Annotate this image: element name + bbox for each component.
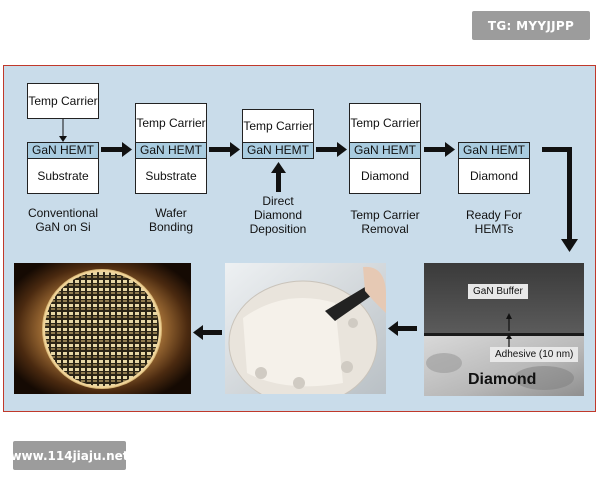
label-adhesive: Adhesive (10 nm) (490, 347, 579, 362)
finished-wafer-photo (14, 263, 191, 394)
label-gan-buffer: GaN Buffer (468, 284, 528, 299)
step-ready: GaN HEMT Diamond (458, 142, 530, 194)
layer-substrate: Substrate (135, 158, 207, 194)
arrow-elbow-horizontal (542, 147, 572, 152)
arrow-4-5-shaft (424, 147, 446, 152)
wafer-image (14, 263, 191, 394)
layer-gan-hemt: GaN HEMT (242, 142, 314, 159)
step-direct-diamond: Temp Carrier GaN HEMT (242, 109, 314, 159)
tem-image (424, 263, 584, 396)
layer-temp-carrier: Temp Carrier (349, 103, 421, 143)
layer-temp-carrier: Temp Carrier (242, 109, 314, 143)
arrow-bottom-2-head (193, 325, 203, 340)
layer-gan-hemt: GaN HEMT (458, 142, 530, 159)
arrow-1-2-shaft (101, 147, 123, 152)
layer-temp-carrier: Temp Carrier (135, 103, 207, 143)
arrow-bottom-1-shaft (397, 326, 417, 331)
arrow-bottom-1-head (388, 321, 398, 336)
arrow-2-3-shaft (209, 147, 231, 152)
watermark-bottom: www.114jiaju.net (10, 441, 129, 470)
arrow-4-5-head (445, 142, 455, 157)
diamond-wafer-image (225, 263, 386, 394)
arrow-deposition-head (271, 162, 286, 173)
label-diamond: Diamond (468, 371, 537, 388)
layer-substrate: Substrate (27, 158, 99, 194)
arrow-2-3-head (230, 142, 240, 157)
arrow-attach-carrier-head (59, 136, 67, 142)
layer-temp-carrier: Temp Carrier (27, 83, 99, 119)
tem-cross-section-photo: GaN Buffer Adhesive (10 nm) Diamond (424, 263, 584, 396)
layer-gan-hemt: GaN HEMT (135, 142, 207, 159)
arrow-3-4-head (337, 142, 347, 157)
arrow-elbow-vertical (567, 147, 572, 241)
step-conventional: Temp Carrier GaN HEMT Substrate (27, 83, 99, 194)
arrow-bottom-2-shaft (202, 330, 222, 335)
arrow-1-2-head (122, 142, 132, 157)
layer-diamond: Diamond (458, 158, 530, 194)
step-wafer-bonding: Temp Carrier GaN HEMT Substrate (135, 103, 207, 194)
step-temp-carrier-removal: Temp Carrier GaN HEMT Diamond (349, 103, 421, 194)
watermark-top: TG: MYYJJPP (472, 11, 590, 40)
arrow-3-4-shaft (316, 147, 338, 152)
diamond-wafer-photo (225, 263, 386, 394)
arrow-elbow-head (561, 239, 578, 252)
layer-diamond: Diamond (349, 158, 421, 194)
arrow-deposition-shaft (276, 172, 281, 192)
